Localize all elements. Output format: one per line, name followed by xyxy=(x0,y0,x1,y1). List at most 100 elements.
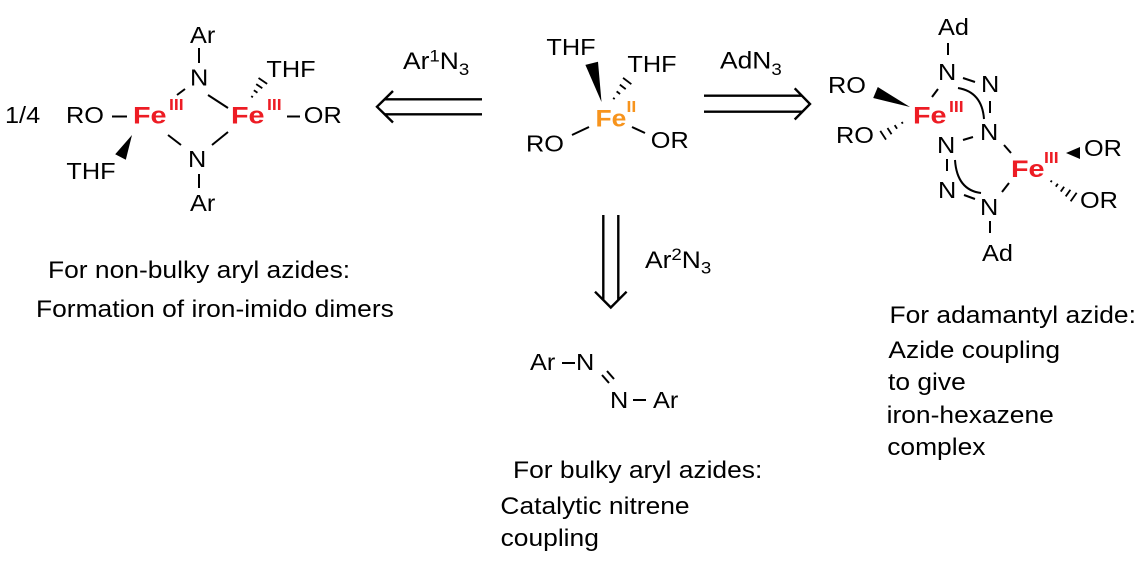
adamantyl-label: Ad xyxy=(938,15,969,41)
alkoxide-label: RO xyxy=(836,123,874,149)
nitrogen-label: N xyxy=(188,147,206,173)
reagent-azide-atom: N xyxy=(752,48,771,75)
oxidation-state-superscript: II xyxy=(627,98,637,116)
nitrogen-label: N xyxy=(980,120,998,146)
caption-line: Azide coupling xyxy=(888,337,1060,364)
nitrogen-label: N xyxy=(981,72,999,98)
alkoxide-label: OR xyxy=(1080,188,1118,214)
hash-mark xyxy=(879,130,887,141)
nitrogen-label: N xyxy=(610,388,628,414)
alkoxide-label: RO xyxy=(828,73,866,99)
aryl-label: Ar xyxy=(653,388,678,414)
arrowhead xyxy=(793,87,812,121)
iron-label: Fe xyxy=(913,102,947,129)
reagent-group: Ar xyxy=(403,48,429,75)
bond-line xyxy=(601,374,610,384)
iron-imido-dimer-product: 1/4 RO Fe III THF Ar N N Ar Fe III THF O… xyxy=(5,23,342,217)
alkoxide-label: OR xyxy=(651,128,689,154)
alkoxide-label: RO xyxy=(526,132,564,158)
bond-line xyxy=(167,134,182,146)
hashed-wedge-bond xyxy=(612,77,632,100)
hash-mark xyxy=(616,90,621,95)
nitrogen-label: N xyxy=(980,195,998,221)
reagent-label: Ar1N3 xyxy=(403,46,469,79)
reagent-group-index: 2 xyxy=(671,245,681,264)
alkoxide-label: RO xyxy=(66,103,104,129)
thf-label: THF xyxy=(66,159,115,185)
bond-line xyxy=(962,77,976,83)
adamantyl-label: Ad xyxy=(982,241,1013,267)
hash-mark xyxy=(886,127,893,135)
oxidation-state-superscript: III xyxy=(169,96,184,114)
iron-label: Fe xyxy=(133,102,167,129)
bond-line xyxy=(211,131,229,146)
bond-line xyxy=(207,94,229,109)
hash-mark xyxy=(619,83,627,90)
reagent-azide-atom: N xyxy=(440,48,459,75)
caption-line: coupling xyxy=(501,525,599,552)
iron-label: Fe xyxy=(1011,156,1045,183)
nitrogen-label: N xyxy=(938,60,956,86)
alkoxide-label: OR xyxy=(304,103,342,129)
hashed-wedge-bond xyxy=(1049,179,1078,202)
thf-label: THF xyxy=(266,57,315,83)
reagent-group-index: 1 xyxy=(429,46,439,65)
iron-hexazene-product: Ad N N N RO Fe III RO N Fe III OR OR N N… xyxy=(828,15,1122,267)
caption-line: to give xyxy=(888,369,966,396)
bold-wedge-bond xyxy=(873,87,910,107)
oxidation-state-superscript: III xyxy=(267,96,282,114)
hash-mark xyxy=(900,121,904,125)
delocalization-arc xyxy=(954,159,982,194)
bond-line xyxy=(1001,182,1010,193)
reaction-arrow-right xyxy=(704,87,812,121)
bond-line xyxy=(631,126,646,134)
reagent-azide-count: 3 xyxy=(701,258,711,277)
nitrogen-label: N xyxy=(938,178,956,204)
hash-mark xyxy=(1055,183,1059,188)
reagent-azide-atom: N xyxy=(682,247,701,274)
bold-wedge-bond xyxy=(115,135,132,160)
aryl-label: Ar xyxy=(190,23,215,49)
caption-left: For non-bulky aryl azides: Formation of … xyxy=(36,257,394,323)
caption-down: For bulky aryl azides: Catalytic nitrene… xyxy=(500,457,762,552)
iron-label: Fe xyxy=(596,106,627,133)
thf-label: THF xyxy=(627,52,676,78)
hashed-wedge-bond xyxy=(879,121,904,141)
reagent-group: Ad xyxy=(720,48,752,75)
caption-line: iron-hexazene xyxy=(887,402,1054,429)
delocalization-arc xyxy=(957,87,985,120)
hash-mark xyxy=(1064,189,1072,197)
bond-line xyxy=(963,194,976,200)
reaction-arrow-left xyxy=(375,90,482,124)
arrowhead xyxy=(375,90,394,124)
nitrogen-label: N xyxy=(937,133,955,159)
oxidation-state-superscript: III xyxy=(949,98,964,116)
bond-line xyxy=(176,88,186,96)
hash-mark xyxy=(258,77,268,85)
caption-line: For bulky aryl azides: xyxy=(513,457,762,484)
hash-mark xyxy=(255,83,263,90)
aryl-label: Ar xyxy=(190,191,215,217)
reagent-group: Ar xyxy=(645,247,671,274)
bond-line xyxy=(1003,144,1012,154)
caption-line: For non-bulky aryl azides: xyxy=(48,257,350,284)
hash-mark xyxy=(622,77,632,85)
reaction-arrow-down xyxy=(594,215,628,310)
bond-line xyxy=(571,126,590,136)
nitrogen-label: N xyxy=(190,66,208,92)
caption-line: Catalytic nitrene xyxy=(500,493,689,520)
caption-line: Formation of iron-imido dimers xyxy=(36,296,394,323)
caption-right: For adamantyl azide: Azide coupling to g… xyxy=(887,302,1136,461)
caption-line: complex xyxy=(887,434,986,461)
iron-ii-starting-material: THF THF Fe II RO OR xyxy=(526,35,689,157)
hash-mark xyxy=(1049,179,1053,183)
alkoxide-label: OR xyxy=(1084,136,1122,162)
bond-line xyxy=(931,88,939,98)
reagent-azide-count: 3 xyxy=(771,60,781,79)
oxidation-state-superscript: III xyxy=(1044,149,1059,167)
hash-mark xyxy=(253,89,258,94)
aryl-label: Ar xyxy=(530,350,555,376)
hash-mark xyxy=(612,97,616,100)
double-bond xyxy=(601,370,615,384)
